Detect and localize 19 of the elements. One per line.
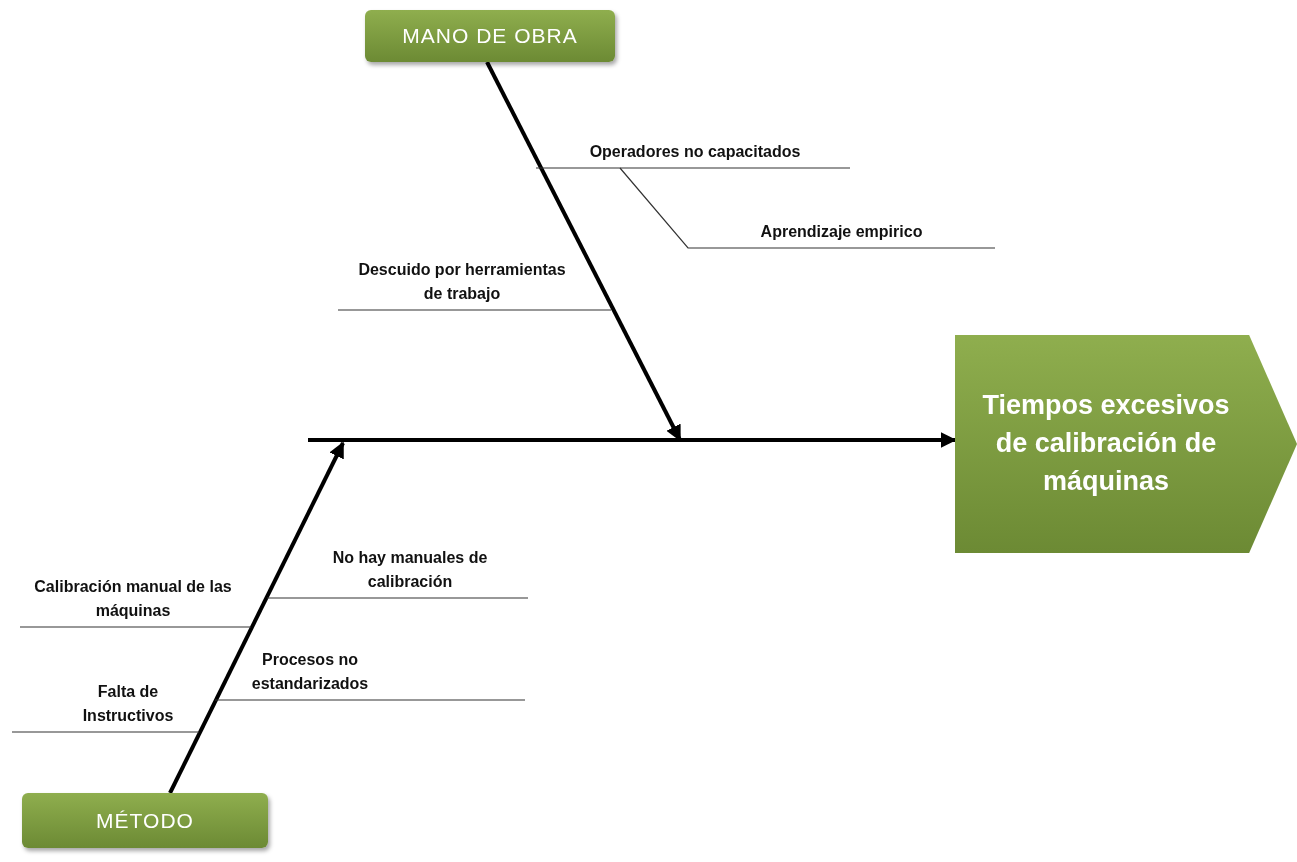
branch-line [535, 167, 851, 169]
cause-label: Descuido por herramientas de trabajo [338, 240, 601, 310]
branch-line [619, 167, 996, 249]
branch-line [19, 626, 252, 628]
branch-line [11, 731, 200, 733]
branch-line [214, 699, 526, 701]
arrow [485, 61, 682, 442]
category-box: MANO DE OBRA [365, 10, 615, 62]
cause-label: No hay manuales de calibración [272, 528, 528, 598]
arrow [308, 432, 957, 448]
cause-label: Falta de Instructivos [12, 662, 199, 732]
cause-label: Procesos no estandarizados [215, 630, 525, 700]
cause-label: Calibración manual de las máquinas [20, 557, 251, 627]
arrow [168, 441, 345, 794]
branch-line [266, 597, 529, 599]
cause-label: Aprendizaje empirico [688, 208, 995, 248]
category-box: MÉTODO [22, 793, 268, 848]
branch-line [337, 309, 612, 311]
cause-label: Operadores no capacitados [540, 122, 850, 168]
